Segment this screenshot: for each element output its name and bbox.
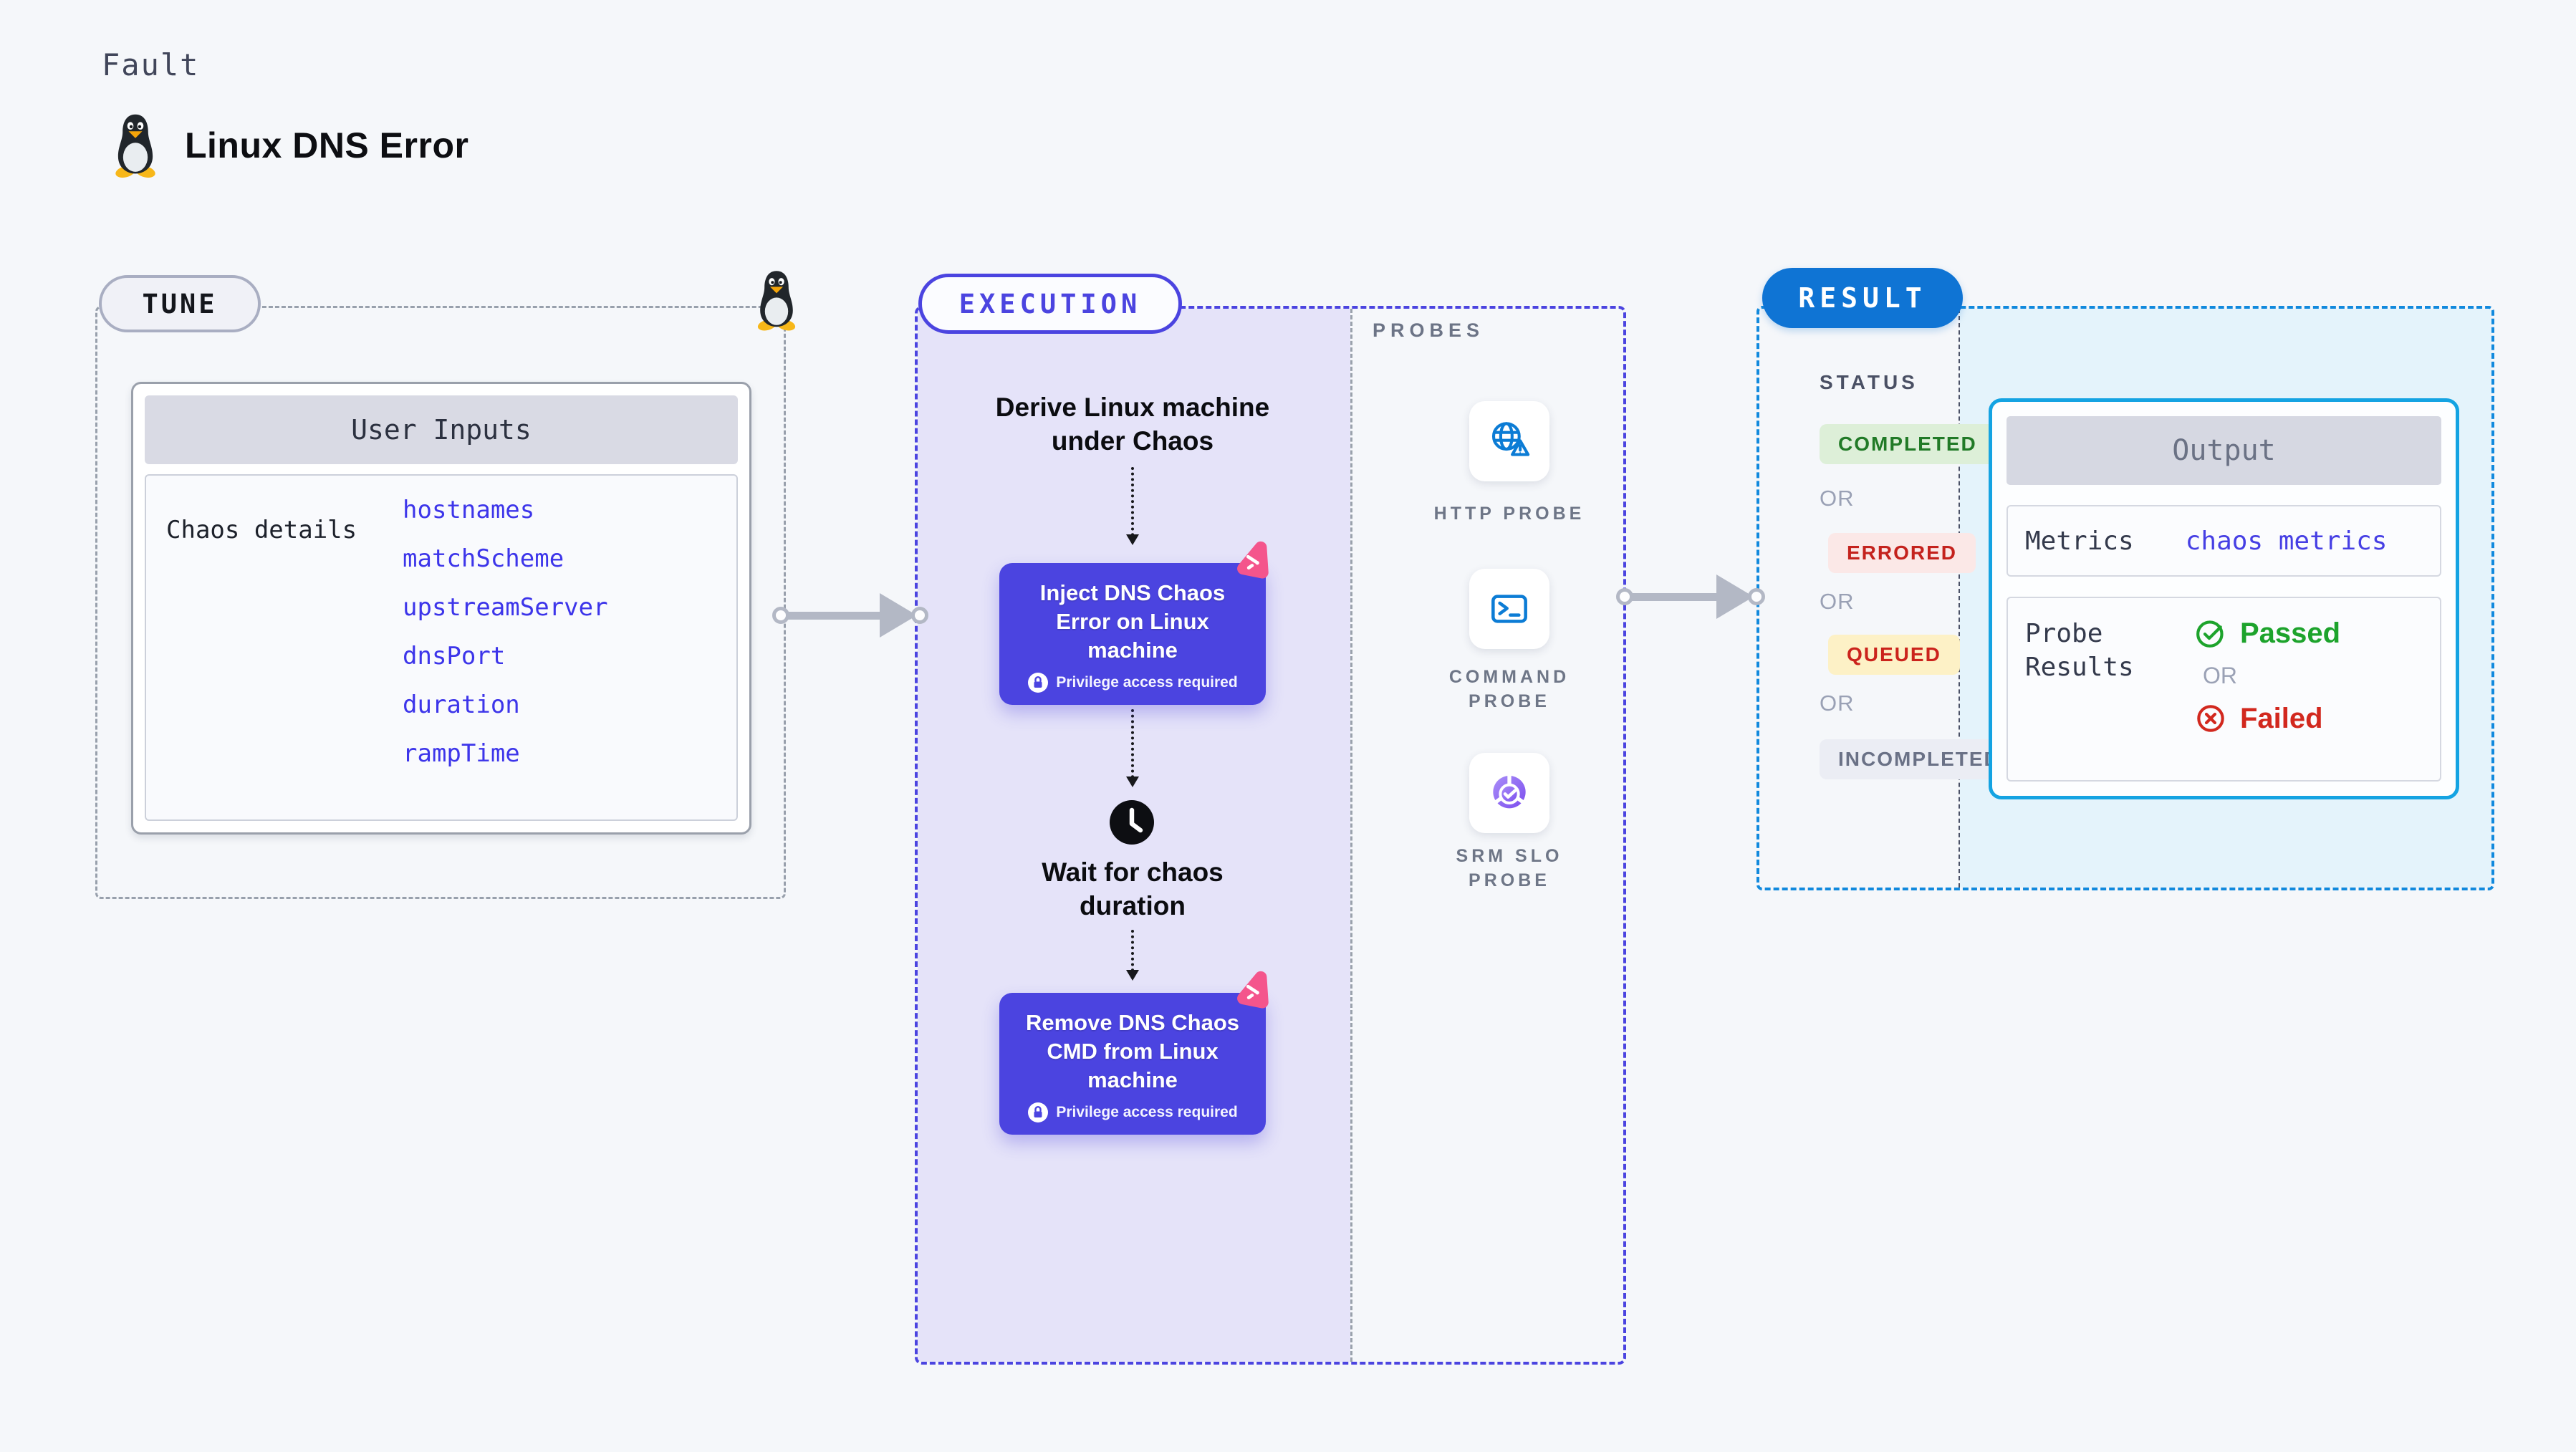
chaos-input-links: hostnames matchScheme upstreamServer dns… [403,486,608,819]
srm-slo-probe-label: SRM SLO PROBE [1456,846,1563,890]
status-badge-incompleted: INCOMPLETED [1820,739,2019,779]
check-circle-icon [2194,617,2227,650]
connector-dot [911,607,928,624]
or-separator-text: OR [1820,589,1855,614]
clock-icon [1109,799,1155,845]
user-inputs-header: User Inputs [145,395,738,464]
output-card: Output Metrics chaos metrics Probe Resul… [1989,398,2459,799]
chaos-metrics-link[interactable]: chaos metrics [2185,526,2388,556]
failed-text: Failed [2240,702,2323,734]
input-link-duration[interactable]: duration [403,691,520,719]
or-separator-text: OR [2203,663,2237,688]
tux-penguin-icon [107,112,163,179]
input-link-ramptime[interactable]: rampTime [403,739,520,768]
input-link-upstreamserver[interactable]: upstreamServer [403,593,608,622]
globe-warning-icon [1486,418,1533,465]
slo-donut-check-icon [1486,770,1532,816]
result-separator-line [1959,309,1960,888]
privilege-badge-text: Privilege access required [1056,1104,1238,1120]
arrow-tune-to-execution [772,592,928,638]
inject-dns-chaos-step[interactable]: Inject DNS Chaos Error on Linux machine … [999,563,1266,705]
passed-line: Passed [2194,617,2340,650]
arrow-shaft [1631,592,1719,601]
status-column-label: STATUS [1820,371,1918,393]
chaos-experiment-icon [1226,966,1277,1016]
wait-step-label: Wait for chaos duration [1042,857,1224,920]
flow-arrow-down [1126,930,1139,981]
tux-penguin-icon [751,268,802,332]
remove-dns-chaos-step[interactable]: Remove DNS Chaos CMD from Linux machine … [999,993,1266,1135]
http-probe-label: HTTP PROBE [1433,504,1585,524]
user-inputs-card: User Inputs Chaos details hostnames matc… [131,382,751,835]
status-badge-errored: ERRORED [1828,533,1976,573]
lock-icon [1027,1102,1049,1123]
chaos-experiment-icon [1226,536,1277,586]
arrow-execution-to-result [1616,574,1765,620]
metrics-label: Metrics [2025,526,2134,556]
fault-eyebrow-label: Fault [102,47,200,82]
input-link-hostnames[interactable]: hostnames [403,496,535,524]
passed-text: Passed [2240,617,2341,649]
result-section-label: RESULT [1762,268,1963,328]
input-link-dnsport[interactable]: dnsPort [403,642,506,670]
connector-dot [1748,588,1765,605]
derive-machine-step-label: Derive Linux machine under Chaos [995,393,1270,456]
probes-separator-line [1350,309,1352,1362]
tune-section-label: TUNE [99,275,261,332]
step-title: Remove DNS Chaos CMD from Linux machine [1025,1010,1240,1092]
arrow-shaft [787,611,882,620]
status-badge-queued: QUEUED [1828,635,1960,675]
lock-icon [1027,672,1049,693]
or-separator-text: OR [1820,486,1855,511]
output-card-header: Output [2007,416,2441,485]
privilege-badge: Privilege access required [1014,672,1251,693]
x-circle-icon [2194,702,2227,735]
terminal-icon [1486,586,1532,632]
metrics-row: Metrics chaos metrics [2007,505,2441,577]
arrow-head [1716,574,1754,619]
flow-arrow-down [1126,467,1139,545]
page-title-row: Linux DNS Error [107,112,468,179]
status-badge-completed: COMPLETED [1820,424,1996,464]
probes-section-label: PROBES [1373,319,1485,341]
page-title: Linux DNS Error [185,125,469,165]
execution-section-label: EXECUTION [918,274,1182,334]
failed-line: Failed [2194,702,2340,735]
command-probe-card[interactable] [1469,569,1549,649]
input-link-matchscheme[interactable]: matchScheme [403,544,564,573]
step-title: Inject DNS Chaos Error on Linux machine [1039,580,1226,663]
privilege-badge-text: Privilege access required [1056,674,1238,691]
tune-section-frame [95,306,786,899]
probe-results-row: Probe Results Passed OR [2007,597,2441,782]
chaos-details-label: Chaos details [166,516,357,544]
probe-results-values: Passed OR Failed [2194,617,2340,761]
http-probe-card[interactable] [1469,401,1549,481]
privilege-badge: Privilege access required [1014,1102,1251,1123]
flow-arrow-down [1126,709,1139,787]
or-separator-text: OR [1820,691,1855,716]
user-inputs-body: Chaos details hostnames matchScheme upst… [145,474,738,821]
command-probe-label: COMMAND PROBE [1448,667,1570,711]
srm-slo-probe-card[interactable] [1469,753,1549,833]
arrow-head [880,593,917,638]
probe-results-label: Probe Results [2025,619,2134,682]
